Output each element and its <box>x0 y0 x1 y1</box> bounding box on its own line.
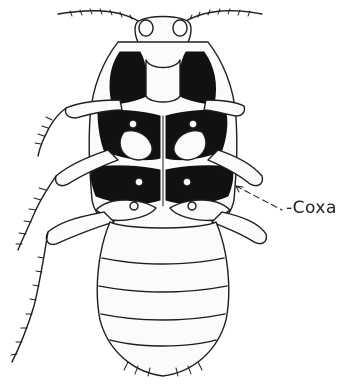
abdomen <box>97 222 229 376</box>
coxa-label: -Coxa <box>286 198 337 218</box>
coxa-leader-line <box>236 186 282 210</box>
